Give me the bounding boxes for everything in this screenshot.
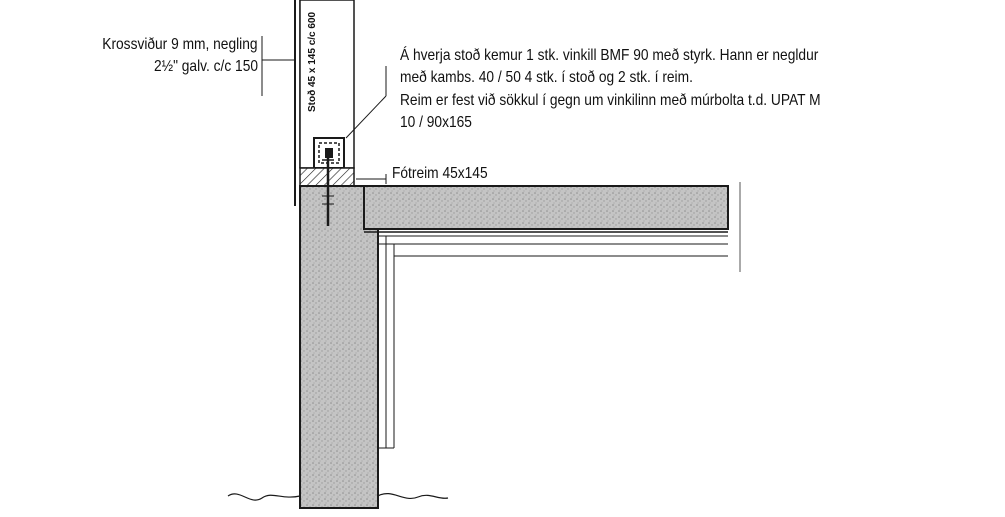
plywood-note-line1: Krossviður 9 mm, negling <box>102 36 258 53</box>
bracket-note-line3: Reim er fest við sökkul í gegn um vinkil… <box>400 92 821 109</box>
bracket-note-line1: Á hverja stoð kemur 1 stk. vinkill BMF 9… <box>400 47 819 64</box>
floor-slab <box>363 185 729 230</box>
stud-label: Stoð 45 x 145 c/c 600 <box>307 11 318 112</box>
foundation-wall <box>299 185 379 509</box>
anchor-bolt <box>322 150 334 226</box>
sill-label: Fótreim 45x145 <box>392 165 488 182</box>
bracket-note-line2: með kambs. 40 / 50 4 stk. í stoð og 2 st… <box>400 69 693 86</box>
bracket-note-line4: 10 / 90x165 <box>400 114 472 131</box>
plywood-note-line2: 2½" galv. c/c 150 <box>153 58 258 75</box>
leader-lines <box>261 36 387 184</box>
insulation-layers <box>364 231 728 449</box>
ground-line <box>227 493 449 501</box>
